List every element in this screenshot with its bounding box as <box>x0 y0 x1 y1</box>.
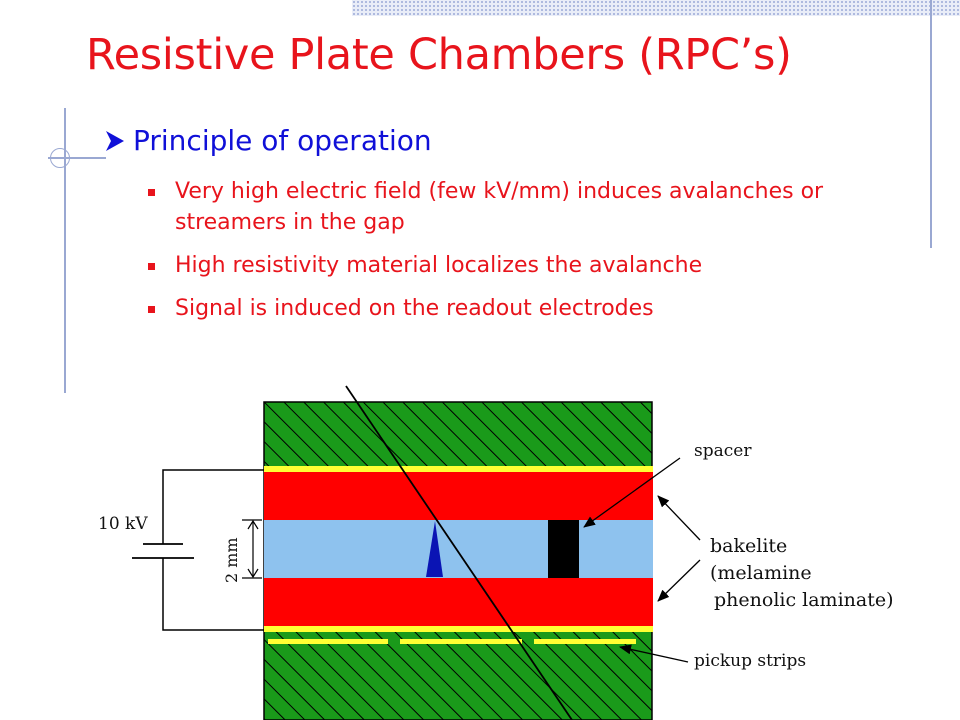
sub-bullet-text: Signal is induced on the readout electro… <box>175 296 654 321</box>
spacer-callout-arrow <box>583 457 681 528</box>
sub-bullet-item: Very high electric field (few kV/mm) ind… <box>148 176 848 238</box>
hv-circuit-wire <box>162 558 264 631</box>
bottom-electrode <box>264 626 653 632</box>
melamine-label: (melamine <box>710 562 812 584</box>
strips-callout-arrow <box>619 644 689 663</box>
arrow-bullet-icon <box>106 130 124 151</box>
main-bullet: Principle of operation <box>104 124 432 157</box>
sub-bullet-item: Signal is induced on the readout electro… <box>148 293 848 324</box>
sub-bullet-text: High resistivity material localizes the … <box>175 253 703 278</box>
spacer-block <box>548 520 579 578</box>
sub-bullet-text: Very high electric field (few kV/mm) ind… <box>175 179 824 235</box>
decorative-dot-band <box>352 0 960 16</box>
voltage-label: 10 kV <box>98 514 148 534</box>
main-bullet-text: Principle of operation <box>133 124 432 157</box>
top-electrode <box>264 466 653 472</box>
pickup-strip <box>534 639 636 644</box>
decorative-right-rule <box>930 0 932 248</box>
bakelite-callout-arrow <box>657 559 701 602</box>
bottom-bakelite-plate <box>264 578 653 626</box>
slide-title: Resistive Plate Chambers (RPC’s) <box>86 30 792 80</box>
bakelite-label: bakelite <box>710 535 787 557</box>
pickup-strip <box>400 639 522 644</box>
square-bullet-icon <box>148 189 155 196</box>
gap-dimension-arrowhead <box>247 519 259 530</box>
square-bullet-icon <box>148 306 155 313</box>
pickup-strips-label: pickup strips <box>694 651 806 671</box>
pickup-strip <box>268 639 388 644</box>
decorative-circle <box>50 148 70 168</box>
bakelite-callout-arrow <box>657 495 701 541</box>
gas-gap <box>264 520 653 578</box>
decorative-horizontal-rule <box>48 157 106 159</box>
spacer-label: spacer <box>694 441 752 461</box>
top-bakelite-plate <box>264 472 653 520</box>
decorative-left-rule <box>64 108 66 393</box>
hv-circuit-wire <box>162 469 264 544</box>
sub-bullet-list: Very high electric field (few kV/mm) ind… <box>148 176 848 336</box>
particle-track <box>345 385 573 720</box>
gap-dimension-arrowhead <box>247 568 259 579</box>
laminate-label: phenolic laminate) <box>714 589 894 611</box>
sub-bullet-item: High resistivity material localizes the … <box>148 250 848 281</box>
avalanche-shape <box>426 521 443 577</box>
gap-label: 2 mm <box>222 537 241 583</box>
square-bullet-icon <box>148 263 155 270</box>
